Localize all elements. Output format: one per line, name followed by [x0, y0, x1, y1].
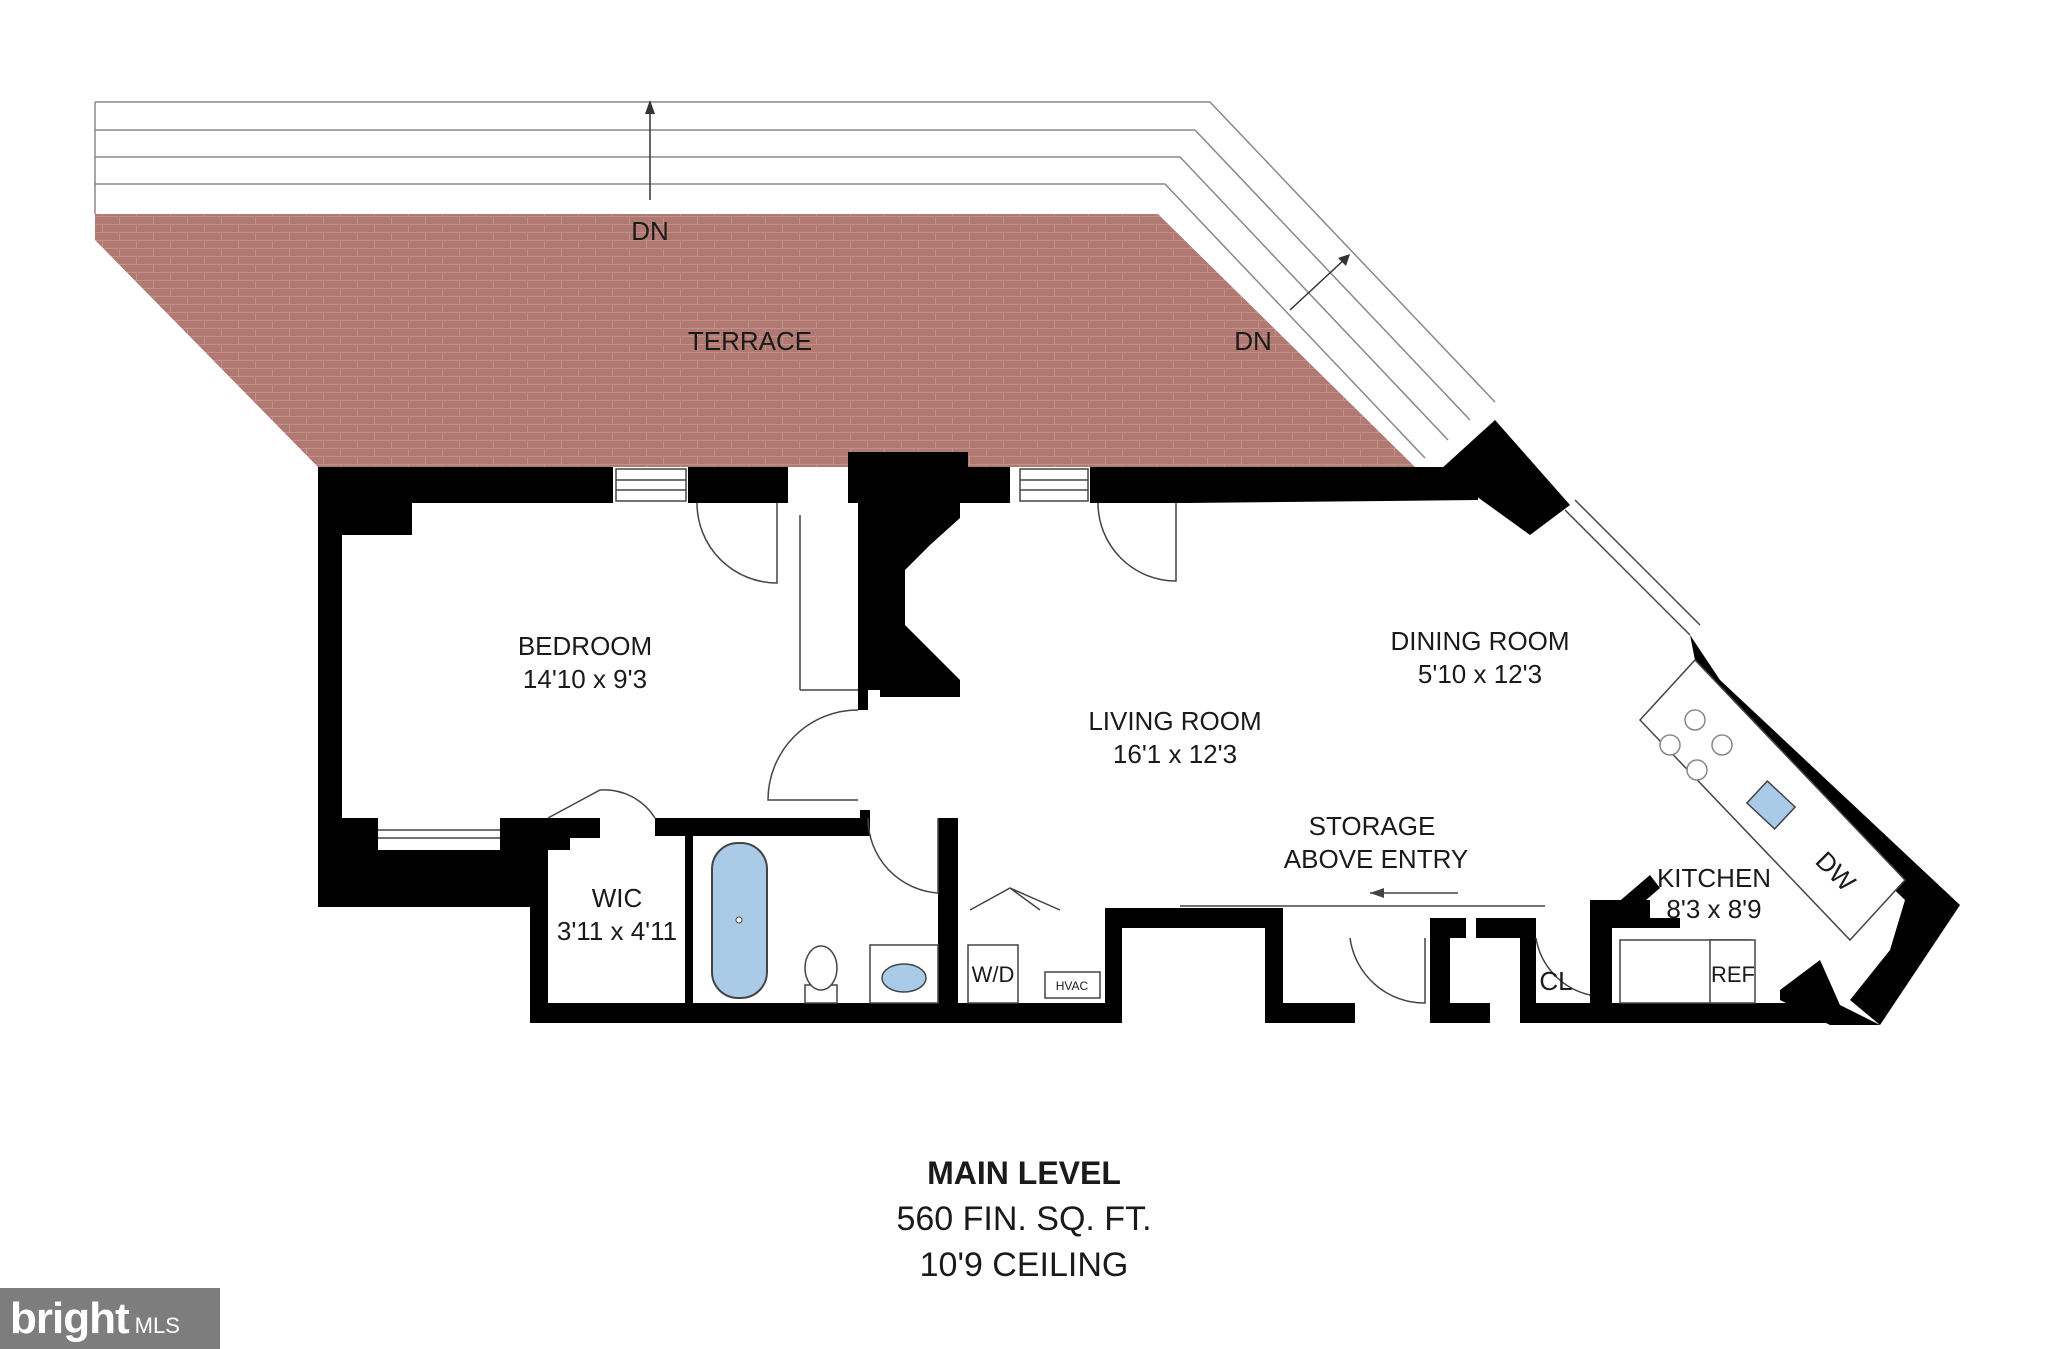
logo-suffix: MLS [134, 1312, 180, 1338]
bright-mls-logo: bright MLS [0, 1288, 220, 1349]
windows [378, 468, 1701, 839]
bedroom-dims: 14'10 x 9'3 [523, 664, 647, 694]
hvac-label: HVAC [1056, 979, 1089, 993]
hvac-unit [1044, 971, 1101, 999]
stairs-dn-label-right: DN [1234, 326, 1272, 356]
wic-dims: 3'11 x 4'11 [557, 916, 677, 946]
drain-icon [735, 916, 743, 924]
toilet-bowl [804, 945, 838, 991]
refrigerator-label: REF [1711, 962, 1755, 987]
closet-label: CL [1539, 966, 1572, 996]
storage-label: STORAGE [1309, 811, 1436, 841]
arrow-left-icon [1370, 888, 1384, 898]
ceiling-height: 10'9 CEILING [919, 1246, 1129, 1284]
dining-room-dims: 5'10 x 12'3 [1418, 659, 1542, 689]
living-room-label: LIVING ROOM [1088, 706, 1261, 736]
level-title: MAIN LEVEL [927, 1155, 1121, 1191]
kitchen-label: KITCHEN [1657, 863, 1771, 893]
wic-label: WIC [592, 883, 643, 913]
terrace-floor [95, 214, 1415, 467]
arrow-icon [1338, 254, 1350, 266]
stairs-dn-label-top: DN [631, 216, 669, 246]
doors [547, 502, 1591, 1004]
cooktop-icon [1659, 709, 1733, 781]
washer-dryer [967, 944, 1019, 1004]
arrow-up-icon [645, 100, 655, 114]
kitchen-sink-icon [1745, 780, 1797, 830]
plan-caption: MAIN LEVEL 560 FIN. SQ. FT. 10'9 CEILING [0, 1150, 2048, 1288]
square-footage: 560 FIN. SQ. FT. [896, 1200, 1152, 1238]
logo-brand: bright [10, 1293, 130, 1343]
stairs [94, 101, 1496, 459]
sink-icon [881, 963, 927, 993]
storage-label-2: ABOVE ENTRY [1284, 844, 1468, 874]
dining-room-label: DINING ROOM [1390, 626, 1569, 656]
terrace-label: TERRACE [688, 326, 812, 356]
bedroom-label: BEDROOM [518, 631, 652, 661]
kitchen-dims: 8'3 x 8'9 [1666, 894, 1761, 924]
living-room-dims: 16'1 x 12'3 [1113, 739, 1237, 769]
stair-arrow-right [1289, 257, 1347, 311]
washer-dryer-label: W/D [972, 962, 1015, 987]
